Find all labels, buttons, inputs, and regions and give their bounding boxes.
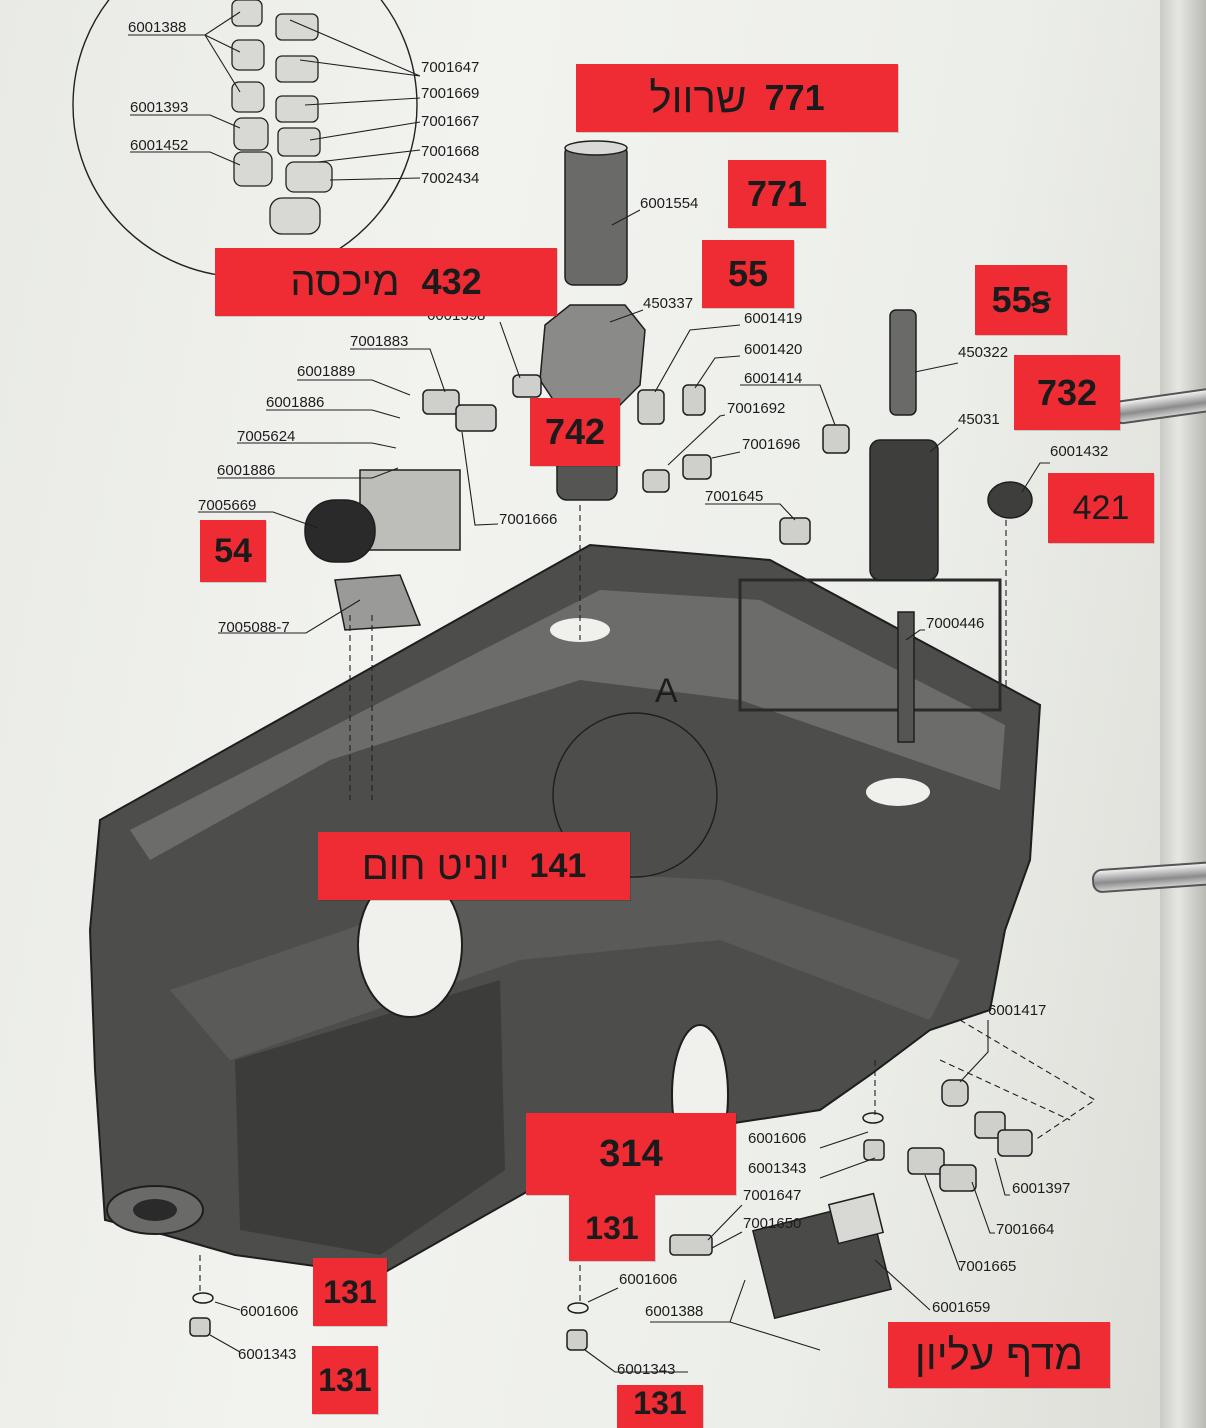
part-label: 6001417 bbox=[988, 1002, 1046, 1019]
sticker-word: מיכסה bbox=[290, 259, 400, 304]
part-label: 7001669 bbox=[421, 85, 479, 102]
part-label: 7005624 bbox=[237, 428, 295, 445]
part-label: 6001606 bbox=[748, 1130, 806, 1147]
detail-fittings bbox=[231, 0, 333, 235]
part-label: 6001554 bbox=[640, 195, 698, 212]
sticker-131: 131 bbox=[569, 1195, 655, 1261]
part-label: 6001414 bbox=[744, 370, 802, 387]
sticker-number: 432 bbox=[421, 261, 482, 302]
sticker-314: 314 bbox=[526, 1113, 736, 1195]
part-label: 6001420 bbox=[744, 341, 802, 358]
part-label: 6001606 bbox=[619, 1271, 677, 1288]
part-label: 6001659 bbox=[932, 1299, 990, 1316]
part-label: 7001647 bbox=[743, 1187, 801, 1204]
sticker-cover: מיכסה 432 bbox=[215, 248, 557, 316]
part-label: 6001343 bbox=[748, 1160, 806, 1177]
sticker-word: יוניט חום bbox=[361, 843, 510, 888]
part-label: 7001692 bbox=[727, 400, 785, 417]
sticker-131: 131 bbox=[617, 1385, 703, 1428]
sticker-number: 141 bbox=[529, 846, 587, 885]
part-label: 6001432 bbox=[1050, 443, 1108, 460]
part-label: 7001666 bbox=[499, 511, 557, 528]
part-label: 7001883 bbox=[350, 333, 408, 350]
sticker-55-partial: 55ꞩ bbox=[975, 265, 1067, 335]
part-label: 6001343 bbox=[238, 1346, 296, 1363]
detail-marker-a: A bbox=[655, 672, 678, 710]
part-label: 6001889 bbox=[297, 363, 355, 380]
part-label: 7000446 bbox=[926, 615, 984, 632]
sticker-131: 131 bbox=[312, 1346, 378, 1414]
sticker-54: 54 bbox=[200, 520, 266, 582]
sticker-sleeve: שרוול 771 bbox=[576, 64, 898, 132]
part-label: 7001650 bbox=[743, 1215, 801, 1232]
part-number-labels: 6001388 6001393 6001452 7001647 7001669 … bbox=[128, 19, 1108, 1378]
part-label: 6001886 bbox=[217, 462, 275, 479]
part-label: 6001388 bbox=[128, 19, 186, 36]
part-label: 7005669 bbox=[198, 497, 256, 514]
part-label: 7001668 bbox=[421, 143, 479, 160]
components bbox=[189, 140, 1033, 1351]
frame-body bbox=[88, 543, 1042, 1277]
sticker-heat-unit: יוניט חום 141 bbox=[318, 832, 630, 900]
part-label: 6001606 bbox=[240, 1303, 298, 1320]
part-label: 7001665 bbox=[958, 1258, 1016, 1275]
part-label: 6001452 bbox=[130, 137, 188, 154]
sticker-131: 131 bbox=[313, 1258, 387, 1326]
part-label: 45031 bbox=[958, 411, 1000, 428]
part-label: 6001343 bbox=[617, 1361, 675, 1378]
part-label: 450322 bbox=[958, 344, 1008, 361]
part-label: 7001645 bbox=[705, 488, 763, 505]
sticker-742: 742 bbox=[530, 398, 620, 466]
part-label: 7001667 bbox=[421, 113, 479, 130]
sticker-732: 732 bbox=[1014, 355, 1120, 430]
sticker-421: 421 bbox=[1048, 473, 1154, 543]
part-label: 7001696 bbox=[742, 436, 800, 453]
binder-edge bbox=[1160, 0, 1206, 1428]
leader-lines bbox=[128, 11, 1097, 1373]
part-label: 6001393 bbox=[130, 99, 188, 116]
part-label: 6001886 bbox=[266, 394, 324, 411]
sticker-55: 55 bbox=[702, 240, 794, 308]
part-label: 7001647 bbox=[421, 59, 479, 76]
sticker-upper-shelf: מדף עליון bbox=[888, 1322, 1110, 1388]
part-label: 6001388 bbox=[645, 1303, 703, 1320]
part-label: 6001419 bbox=[744, 310, 802, 327]
part-label: 7002434 bbox=[421, 170, 479, 187]
sticker-word: שרוול bbox=[649, 74, 747, 121]
part-label: 6001397 bbox=[1012, 1180, 1070, 1197]
part-label: 7001664 bbox=[996, 1221, 1054, 1238]
part-label: 450337 bbox=[643, 295, 693, 312]
part-label: 7005088-7 bbox=[218, 619, 290, 636]
sticker-771: 771 bbox=[728, 160, 826, 228]
sticker-number: 771 bbox=[764, 77, 825, 118]
